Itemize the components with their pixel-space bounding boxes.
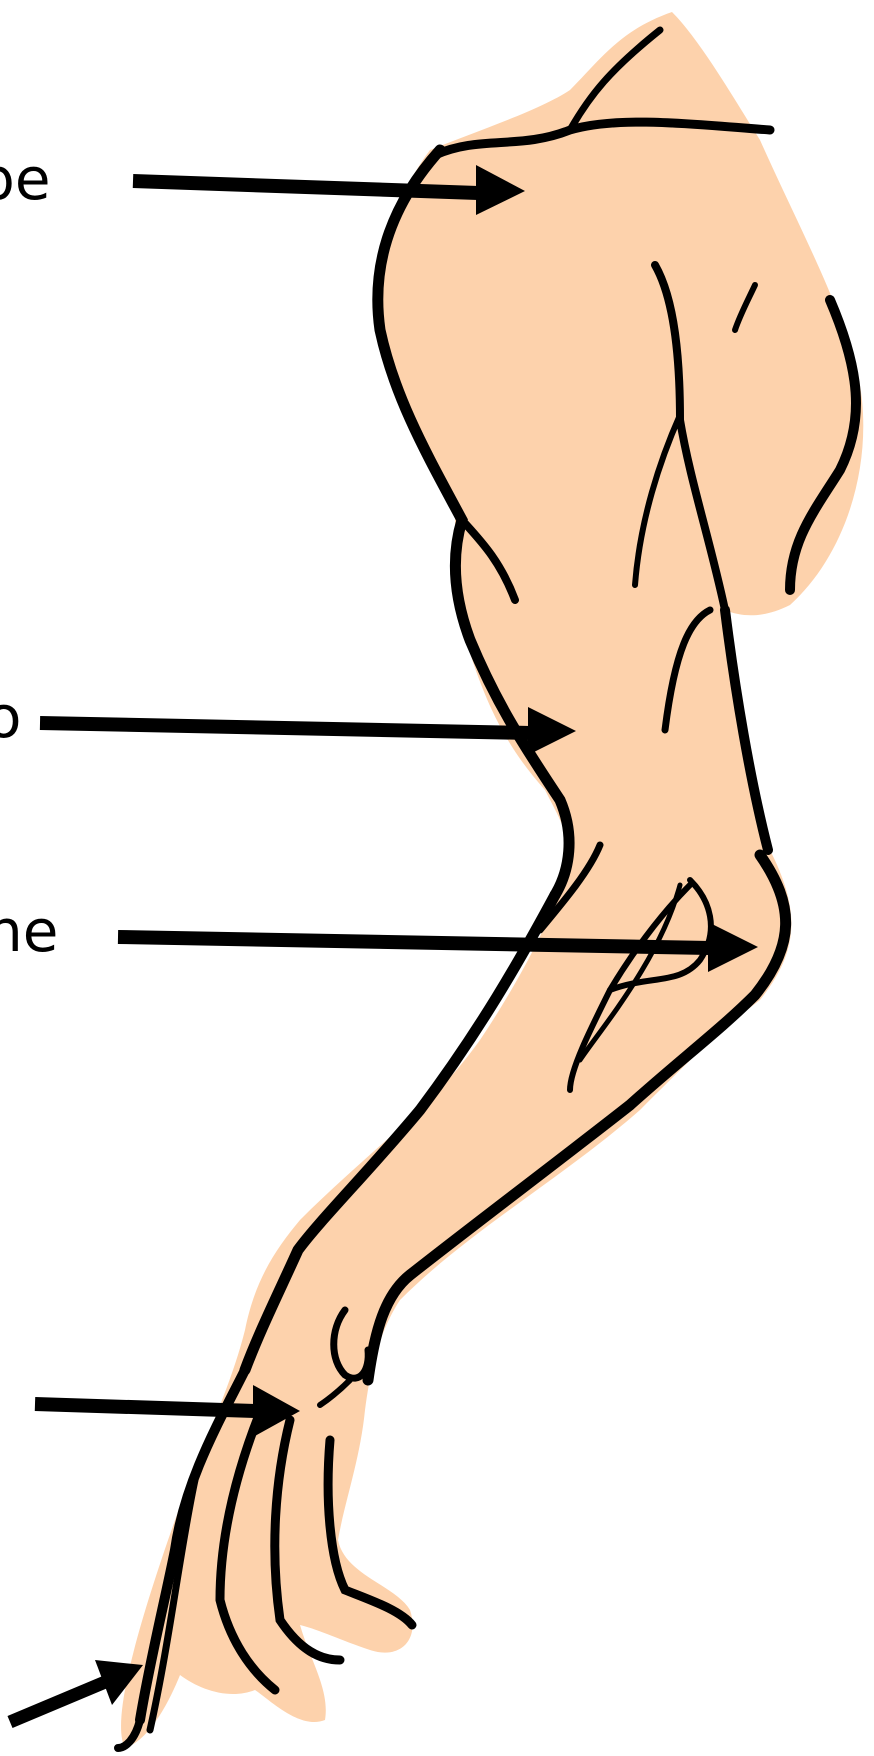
label-shoulder: be [0, 150, 51, 208]
label-elbow: ne [0, 902, 58, 960]
arrow-4 [35, 1385, 300, 1437]
label-upper-arm: o [0, 688, 22, 746]
